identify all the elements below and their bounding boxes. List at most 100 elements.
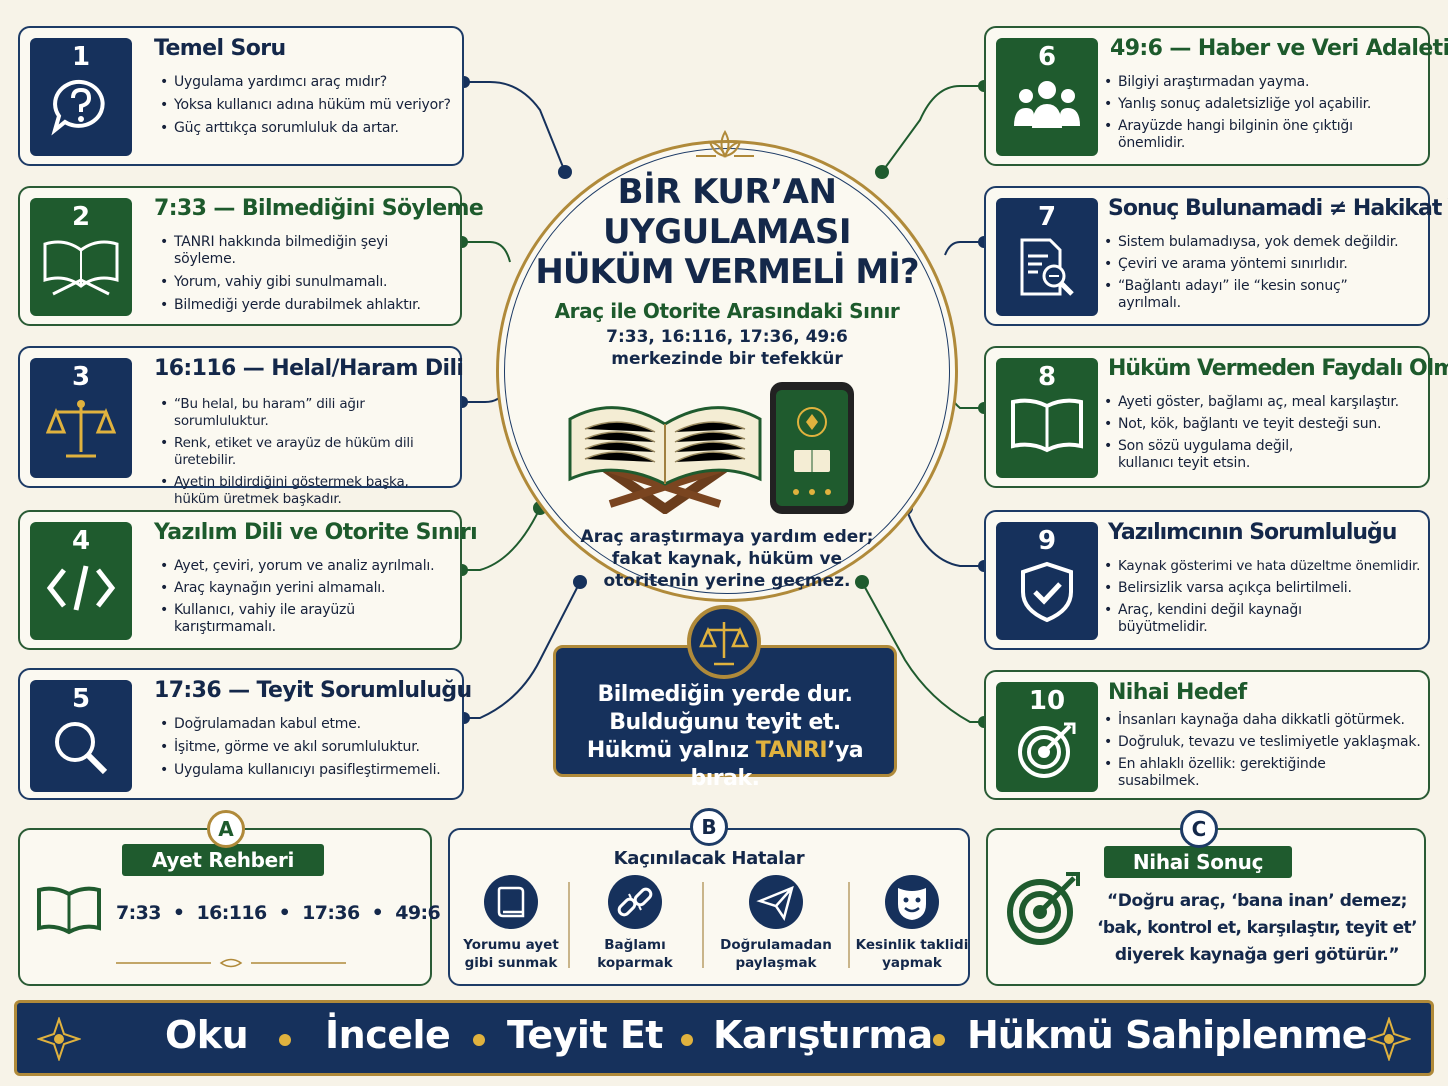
principle-karistirma: Karıştırma <box>713 1013 933 1057</box>
card-5: 5 17:36 — Teyit Sorumluluğu Doğrulamadan… <box>18 668 472 800</box>
card-3-title: 16:116 — Helal/Haram Dili <box>154 356 464 381</box>
card-7: 7 Sonuç Bulunamadi ≠ Hakikat Yok Sistem … <box>984 186 1448 326</box>
card-8-title: Hüküm Vermeden Faydalı Olmak <box>1108 356 1448 381</box>
mistake-item: Kesinlik taklidi yapmak <box>854 874 970 972</box>
card-8-badge: 8 <box>996 358 1098 478</box>
list-item: Araç, kendini değil kaynağı büyütmelidir… <box>1102 602 1422 636</box>
open-quran-icon <box>43 240 119 296</box>
principle-hukmu-sahiplenme: Hükmü Sahiplenme <box>967 1013 1368 1057</box>
card-6: 6 49:6 — Haber ve Veri Adaleti Bilgiyi a… <box>984 26 1448 166</box>
lotus-ornament-icon <box>696 130 754 158</box>
card-9: 9 Yazılımcının Sorumluluğu Kaynak göster… <box>984 510 1430 650</box>
card-10-title: Nihai Hedef <box>1108 680 1247 705</box>
mistake-item: Bağlamı koparmak <box>578 874 692 972</box>
code-icon <box>46 565 116 611</box>
list-item: TANRI hakkında bilmediğin şeyi söyleme. <box>158 234 454 268</box>
phone-app-icon <box>770 382 854 514</box>
list-item: “Bu helal, bu haram” dili ağır sorumlulu… <box>158 396 454 430</box>
list-item: Kullanıcı, vahiy ile arayüzü karıştırmam… <box>158 602 454 636</box>
motto-line-3: Hükmü yalnız TANRI’ya bırak. <box>586 738 864 791</box>
card-2-list: TANRI hakkında bilmediğin şeyi söyleme. … <box>158 234 454 320</box>
target-icon <box>1007 872 1080 945</box>
card-4-badge: 4 <box>30 522 132 640</box>
list-item: Bilgiyi araştırmadan yayma. <box>1102 74 1422 91</box>
card-3: 3 16:116 — Helal/Haram Dili “Bu helal, b… <box>18 346 464 507</box>
card-6-list: Bilgiyi araştırmadan yayma. Yanlış sonuç… <box>1102 74 1422 157</box>
separator-dot <box>473 1034 485 1046</box>
list-item: Arayüzde hangi bilginin öne çıktığı önem… <box>1102 118 1422 152</box>
panel-a-letter: A <box>207 810 245 848</box>
card-9-list: Kaynak gösterimi ve hata düzeltme önemli… <box>1102 558 1422 641</box>
scales-icon <box>46 400 116 458</box>
card-5-number: 5 <box>71 684 91 714</box>
list-item: Ayet, çeviri, yorum ve analiz ayrılmalı. <box>158 558 454 575</box>
page-title-line-3: HÜKÜM VERMELİ Mİ? <box>535 252 919 292</box>
scales-medal-icon <box>687 605 761 679</box>
magnifier-icon <box>55 722 108 775</box>
page-title-line-1: BİR KUR’AN <box>617 172 837 212</box>
verse-refs-line-2: merkezinde bir tefekkür <box>611 349 843 369</box>
list-item: Bilmediği yerde durabilmek ahlaktır. <box>158 297 454 314</box>
list-item: Uygulama kullanıcıyı pasifleştirmemeli. <box>158 762 456 779</box>
list-item: Araç kaynağın yerini almamalı. <box>158 580 454 597</box>
panel-c-title: Nihai Sonuç <box>1104 846 1292 878</box>
list-item: Ayeti göster, bağlamı aç, meal karşılaşt… <box>1102 394 1422 411</box>
motto-line-2: Bulduğunu teyit et. <box>609 710 841 735</box>
page-title-line-2: UYGULAMASI <box>602 212 852 252</box>
ornament-star-icon <box>37 1017 81 1061</box>
card-1-title: Temel Soru <box>154 36 286 61</box>
principle-oku: Oku <box>165 1013 249 1057</box>
center-note-line-1: Araç araştırmaya yardım eder; <box>580 527 874 547</box>
book-icon <box>484 875 538 929</box>
list-item: Doğrulamadan kabul etme. <box>158 716 456 733</box>
card-2-number: 2 <box>71 202 91 232</box>
motto-box: Bilmediğin yerde dur. Bulduğunu teyit et… <box>553 645 897 791</box>
list-item: Yorum, vahiy gibi sunulmamalı. <box>158 274 454 291</box>
list-item: Yanlış sonuç adaletsizliğe yol açabilir. <box>1102 96 1422 113</box>
mistake-label: Yorumu ayet gibi sunmak <box>463 937 559 971</box>
panel-b-title: Kaçınılacak Hatalar <box>613 848 805 869</box>
card-10-badge: 10 <box>996 682 1098 792</box>
list-item: Not, kök, bağlantı ve teyit desteği sun. <box>1102 416 1422 433</box>
list-item: Yoksa kullanıcı adına hüküm mü veriyor? <box>158 97 456 114</box>
panel-c-letter: C <box>1180 810 1218 848</box>
card-4-title: Yazılım Dili ve Otorite Sınırı <box>154 520 478 545</box>
quran-on-stand-icon <box>568 406 762 514</box>
people-group-icon <box>1014 81 1080 128</box>
card-9-title: Yazılımcının Sorumluluğu <box>1108 520 1397 545</box>
card-6-number: 6 <box>1037 42 1057 72</box>
card-10: 10 Nihai Hedef İnsanları kaynağa daha di… <box>984 670 1430 800</box>
open-book-icon <box>37 886 101 935</box>
card-3-number: 3 <box>71 362 91 392</box>
card-2-title: 7:33 — Bilmediğini Söyleme <box>154 196 484 221</box>
mistake-item: Yorumu ayet gibi sunmak <box>456 874 566 972</box>
motto-highlight: TANRI <box>755 738 828 763</box>
panel-b-letter: B <box>690 808 728 846</box>
card-2-badge: 2 <box>30 198 132 316</box>
card-7-list: Sistem bulamadıysa, yok demek değildir. … <box>1102 234 1422 317</box>
motto-line-1: Bilmediğin yerde dur. <box>597 682 853 707</box>
list-item: İnsanları kaynağa daha dikkatli götürmek… <box>1102 712 1422 729</box>
card-2: 2 7:33 — Bilmediğini Söyleme TANRI hakkı… <box>18 186 484 326</box>
card-6-badge: 6 <box>996 38 1098 156</box>
list-item: İşitme, görme ve akıl sorumluluktur. <box>158 739 456 756</box>
mistake-label: Bağlamı koparmak <box>597 937 673 971</box>
list-item: Sistem bulamadıysa, yok demek değildir. <box>1102 234 1422 251</box>
panel-a: Ayet Rehberi 7:33 • 16:116 • 17:36 • 49:… <box>18 828 534 986</box>
principle-incele: İncele <box>325 1013 451 1057</box>
card-3-list: “Bu helal, bu haram” dili ağır sorumlulu… <box>158 396 454 513</box>
card-7-title: Sonuç Bulunamadi ≠ Hakikat Yok <box>1108 196 1448 221</box>
quote-line-1: “Doğru araç, ‘bana inan’ demez; <box>1106 891 1408 911</box>
card-9-number: 9 <box>1037 526 1057 556</box>
shield-check-icon <box>1021 561 1073 623</box>
open-book-icon <box>1011 398 1083 453</box>
card-4-list: Ayet, çeviri, yorum ve analiz ayrılmalı.… <box>158 558 454 641</box>
panel-a-title: Ayet Rehberi <box>122 844 324 876</box>
panel-b: Kaçınılacak Hatalar Yorumu ayet gibi sun… <box>448 828 970 986</box>
quote-line-3: diyerek kaynağa geri götürür.” <box>1114 945 1400 965</box>
list-item: Kaynak gösterimi ve hata düzeltme önemli… <box>1102 558 1422 575</box>
separator-dot <box>681 1034 693 1046</box>
mistake-item: Doğrulamadan paylaşmak <box>710 874 842 972</box>
card-5-badge: 5 <box>30 680 132 792</box>
card-9-badge: 9 <box>996 522 1098 640</box>
